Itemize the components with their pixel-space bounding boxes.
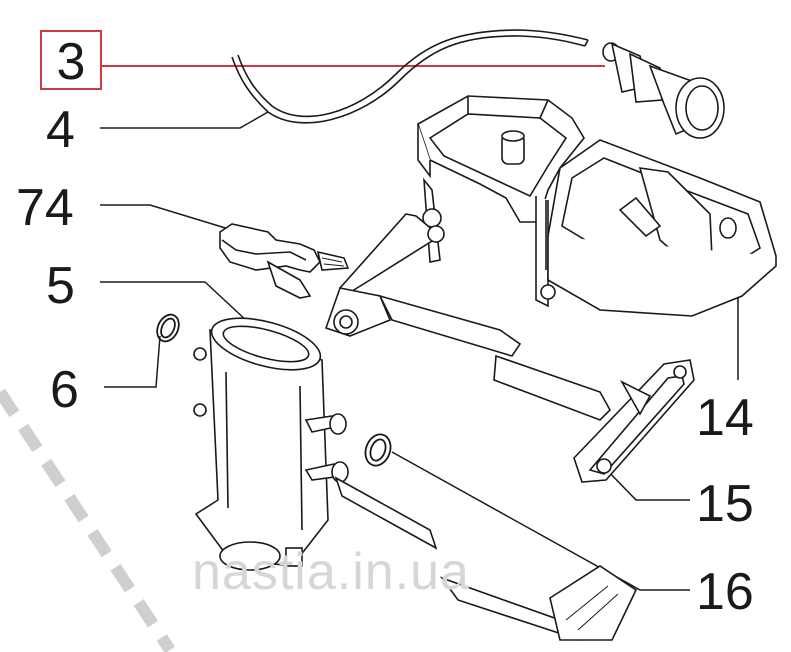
leader-line-15 bbox=[602, 465, 690, 501]
bracket-part-74 bbox=[219, 223, 350, 299]
callout-6: 6 bbox=[50, 361, 79, 419]
cylinder-body-part-5 bbox=[193, 317, 349, 571]
callout-15: 15 bbox=[696, 475, 754, 533]
callout-14: 14 bbox=[696, 389, 754, 447]
watermark-text: nastia.in.ua bbox=[192, 543, 470, 601]
callout-4: 4 bbox=[46, 101, 75, 159]
housing-part-14 bbox=[417, 95, 777, 317]
decorative-dashed-line bbox=[0, 388, 176, 652]
tube-part-4 bbox=[231, 29, 589, 124]
lever-assembly bbox=[324, 177, 611, 421]
callout-3-box: 3 bbox=[40, 30, 102, 90]
callout-16: 16 bbox=[696, 563, 754, 621]
leader-line-6 bbox=[104, 335, 161, 388]
oring-part-16 bbox=[364, 433, 392, 467]
callout-74: 74 bbox=[16, 179, 74, 237]
leader-line-14 bbox=[725, 291, 739, 380]
leader-line-74 bbox=[100, 204, 233, 231]
leader-line-5 bbox=[100, 281, 249, 323]
leader-line-4 bbox=[100, 111, 269, 129]
leader-lines bbox=[100, 65, 739, 591]
oring-part-6 bbox=[156, 313, 180, 343]
link-arm-part-15 bbox=[573, 359, 695, 483]
rods-part-16 bbox=[334, 476, 638, 641]
callout-5: 5 bbox=[46, 257, 75, 315]
callout-3: 3 bbox=[56, 33, 86, 91]
valve-plug-part-3 bbox=[602, 42, 725, 139]
leader-line-16 bbox=[391, 451, 690, 591]
